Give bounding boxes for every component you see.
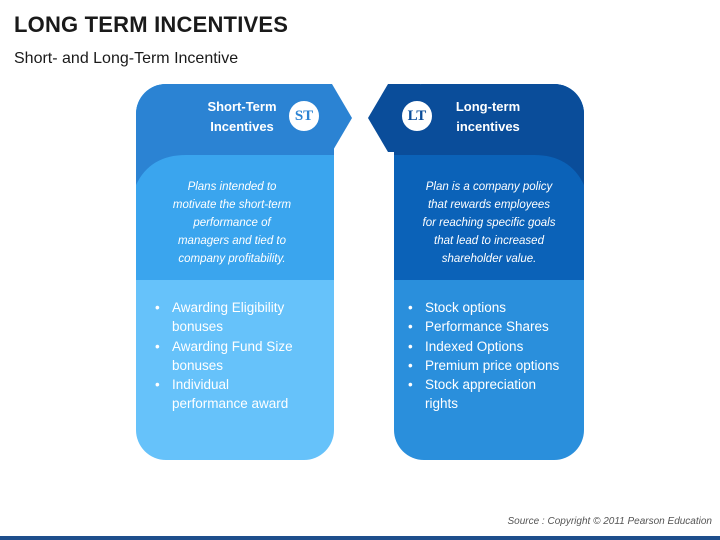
- long-term-desc-line: that lead to increased: [434, 235, 544, 247]
- short-term-desc-line: motivate the short-term: [172, 199, 292, 211]
- long-term-heading: Long-term incentives: [438, 97, 538, 137]
- short-term-desc-line: company profitability.: [178, 253, 286, 265]
- list-item: Awarding Fund Size bonuses: [155, 337, 305, 376]
- lt-badge-icon: [400, 99, 434, 133]
- short-term-heading-line2: Incentives: [210, 119, 274, 134]
- st-badge-label: ST: [294, 108, 314, 124]
- short-term-heading: Short-Term Incentives: [192, 97, 292, 137]
- page-title: LONG TERM INCENTIVES: [14, 12, 289, 37]
- bottom-accent-bar: [0, 536, 720, 540]
- list-item: Indexed Options: [408, 337, 568, 357]
- long-term-desc-line: for reaching specific goals: [422, 217, 556, 229]
- long-term-header-panel: [394, 84, 584, 185]
- list-item: Stock options: [408, 298, 568, 318]
- source-credit: Source : Copyright © 2011 Pearson Educat…: [507, 516, 712, 527]
- list-item: Stock appreciation rights: [408, 375, 568, 414]
- lt-badge-label: LT: [407, 108, 427, 124]
- list-item: Individual performance award: [155, 375, 305, 414]
- long-term-desc-line: shareholder value.: [441, 253, 537, 265]
- short-term-desc-line: managers and tied to: [177, 235, 287, 247]
- page-subtitle: Short- and Long-Term Incentive: [14, 50, 239, 67]
- short-term-heading-line1: Short-Term: [207, 99, 277, 114]
- short-term-description: Plans intended to motivate the short-ter…: [146, 178, 318, 268]
- list-item: Premium price options: [408, 356, 568, 376]
- long-term-heading-line2: incentives: [456, 119, 520, 134]
- short-term-desc-line: performance of: [193, 217, 271, 229]
- long-term-arrow-tip: [368, 84, 420, 152]
- short-term-list: Awarding Eligibility bonuses Awarding Fu…: [155, 298, 305, 414]
- short-term-arrow-tip: [300, 84, 352, 152]
- long-term-desc-line: that rewards employees: [427, 199, 551, 211]
- list-item: Performance Shares: [408, 317, 568, 337]
- long-term-heading-line1: Long-term: [455, 99, 521, 114]
- list-item: Awarding Eligibility bonuses: [155, 298, 305, 337]
- short-term-header-panel: [136, 84, 334, 185]
- st-badge-icon: [287, 99, 321, 133]
- long-term-description: Plan is a company policy that rewards em…: [399, 178, 579, 268]
- long-term-list: Stock options Performance Shares Indexed…: [408, 298, 568, 414]
- long-term-desc-line: Plan is a company policy: [425, 181, 553, 193]
- short-term-desc-line: Plans intended to: [187, 181, 277, 193]
